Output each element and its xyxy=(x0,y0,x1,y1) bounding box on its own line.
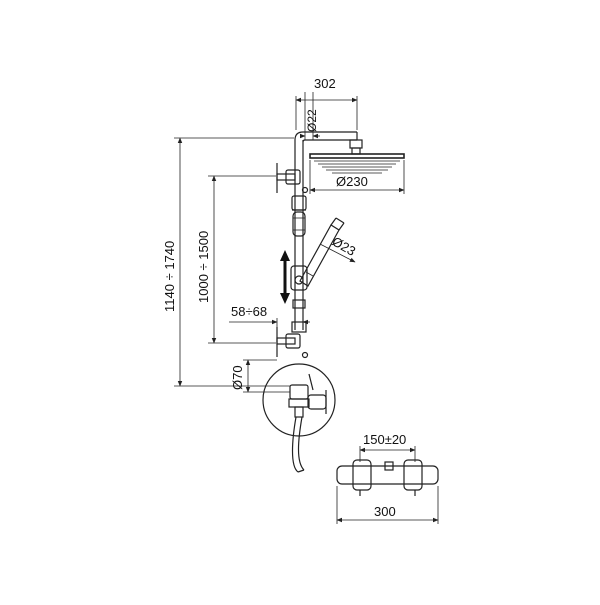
hand-shower-hose xyxy=(291,416,305,473)
double-arrow-vertical-icon xyxy=(280,250,290,304)
hand-shower xyxy=(299,217,345,287)
dimension-label-valve-spacing: 150±20 xyxy=(363,432,406,447)
rail-details xyxy=(290,195,308,333)
dimension-escutcheon-diameter: Ø70 xyxy=(230,359,290,393)
dimension-label-valve-width: 300 xyxy=(374,504,396,519)
dimension-total-height: 1140 ÷ 1740 xyxy=(162,137,294,387)
dimension-label-d70: Ø70 xyxy=(230,365,245,390)
dimension-label-wall-offset: 58÷68 xyxy=(231,304,267,319)
dimension-label-d22: Ø22 xyxy=(305,109,319,132)
dimension-label-d23: Ø23 xyxy=(330,234,359,259)
upper-wall-bracket xyxy=(276,163,309,194)
dimension-valve-spacing: 150±20 xyxy=(359,432,416,462)
dimension-hand-shower-diameter: Ø23 xyxy=(319,234,359,263)
dimension-label-rail-span: 1000 ÷ 1500 xyxy=(196,231,211,303)
dimension-valve-width: 300 xyxy=(336,486,439,524)
dimension-head-diameter: Ø230 xyxy=(309,160,405,194)
dimension-label-total-height: 1140 ÷ 1740 xyxy=(162,241,177,312)
lower-wall-bracket xyxy=(276,327,309,359)
dimension-rail-span: 1000 ÷ 1500 xyxy=(196,175,276,344)
overhead-shower-head xyxy=(309,153,405,174)
valve-escutcheon xyxy=(262,363,336,437)
dimension-head-arm: 302 xyxy=(295,76,358,130)
dimension-label-302: 302 xyxy=(314,76,336,91)
thermostatic-valve-front xyxy=(336,459,439,496)
dimension-wall-offset: 58÷68 xyxy=(229,304,310,328)
dimension-label-d230: Ø230 xyxy=(336,174,368,189)
dimension-pipe-diameter: Ø22 xyxy=(299,92,320,140)
